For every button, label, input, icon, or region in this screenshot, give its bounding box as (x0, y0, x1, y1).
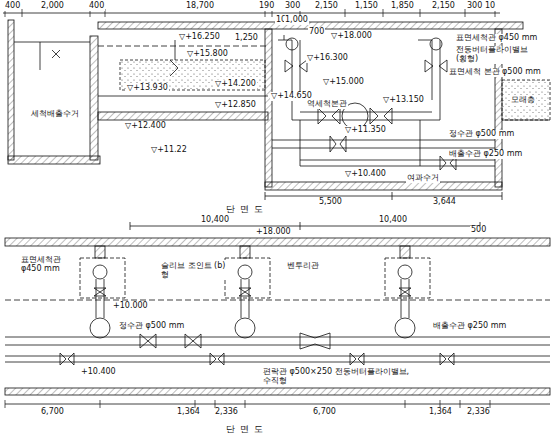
dimension-text: 3,644 (432, 198, 457, 207)
dimension-text: 700 (308, 28, 325, 37)
elevation-mark: ▽+16.250 (178, 33, 221, 42)
elevation-mark: ▽+15.800 (186, 50, 229, 59)
elevation-mark: ▽+16.300 (306, 54, 349, 63)
dimension-text: 190 (258, 2, 275, 11)
elevation-mark: ▽+13.150 (382, 96, 425, 105)
elevation-mark: ▽+18.000 (330, 32, 373, 41)
part-label: 슬리브 조인트 (b) 형 (160, 262, 227, 280)
elevation-mark: ▽+11.22 (150, 146, 188, 155)
dimension-text: 1,250 (234, 34, 259, 43)
part-label: 표면세척관 φ450 mm (455, 34, 538, 43)
dimension-text: 500 (470, 226, 487, 235)
part-label: 편락관 φ500×250 전동버터플라이밸브, 수직형 (262, 368, 414, 386)
dimension-text: 1,850 (390, 2, 415, 11)
dimension-text: 400 (88, 2, 105, 11)
dimension-text: 10,400 (378, 216, 408, 225)
elevation-mark: +18.000 (255, 228, 292, 237)
dimension-text: 1,364 (428, 408, 453, 417)
elevation-mark: ▽+10.400 (344, 170, 387, 179)
dimension-text: 400 (4, 2, 21, 11)
elevation-mark: ▽+13.930 (126, 84, 169, 93)
part-label: 세척배출수거 (30, 110, 80, 119)
part-label: 전동버터플라이밸브 (횡형) (455, 46, 537, 64)
dimension-text: 10 (484, 2, 496, 11)
part-label: 정수관 φ500 mm (118, 322, 185, 331)
dimension-text: 18,700 (185, 2, 215, 11)
dimension-text: 2,150 (314, 2, 339, 11)
part-label: 벤투리관 (286, 262, 320, 271)
part-label: 표면세척 본관 φ500 mm (448, 68, 542, 77)
dimension-text: 2,000 (40, 2, 65, 11)
view-caption: 단 면 도 (225, 205, 265, 215)
view-caption: 단 면 도 (225, 425, 265, 435)
dimension-text: 5,500 (318, 198, 343, 207)
part-label: 배출수관 φ250 mm (448, 150, 523, 159)
part-label: 배출수관 φ250 mm (432, 322, 507, 331)
part-label: 여과수거 (406, 174, 440, 183)
elevation-mark: ▽+15.000 (322, 78, 365, 87)
part-label: 표면세척관 φ450 mm (20, 256, 77, 274)
elevation-mark: ▽+12.850 (214, 101, 257, 110)
dimension-text: 2,150 (431, 2, 456, 11)
dimension-text: 1,000 (284, 16, 309, 25)
dimension-text: 10,400 (200, 216, 230, 225)
dimension-text: 2,336 (214, 408, 239, 417)
dimension-text: 1,364 (176, 408, 201, 417)
part-label: 정수관 φ500 mm (448, 130, 515, 139)
dimension-text: 2,336 (466, 408, 491, 417)
dimension-text: 1,150 (354, 2, 379, 11)
dimension-text: 300 (284, 2, 301, 11)
part-label: 역세척본관 (306, 100, 348, 109)
dimension-text: 300 (466, 2, 483, 11)
elevation-mark: ▽+14.200 (214, 80, 257, 89)
elevation-mark: +10.400 (80, 368, 117, 377)
elevation-mark: ▽+12.400 (124, 122, 167, 131)
elevation-mark: ▽+11.350 (344, 126, 387, 135)
dimension-text: 6,700 (40, 408, 65, 417)
dimension-text: 6,700 (312, 408, 337, 417)
part-label: 모래층 (510, 96, 536, 105)
elevation-mark: +10.000 (112, 302, 149, 311)
